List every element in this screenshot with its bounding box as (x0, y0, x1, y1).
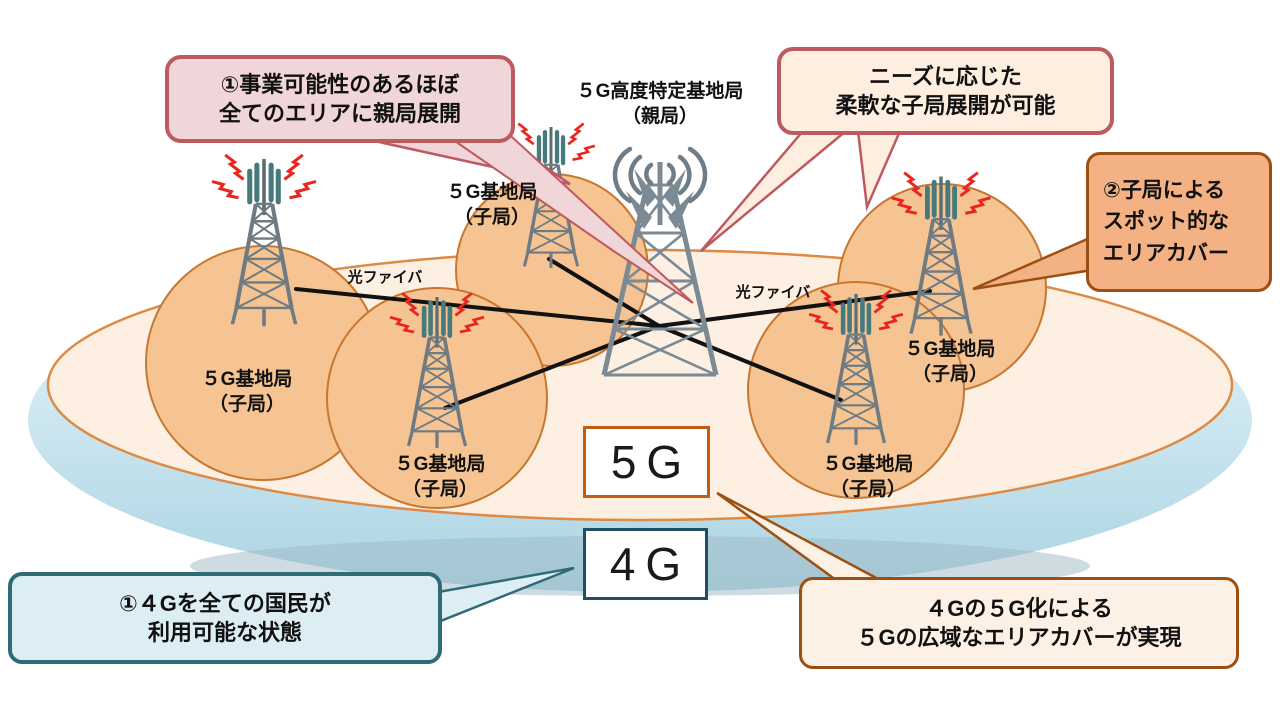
optical-fiber-lines (294, 257, 932, 410)
coverage-circle-bottom-right (747, 281, 965, 499)
label-child-station-bottom-right: ５G基地局 （子局） (822, 454, 914, 500)
label-parent-station: ５G高度特定基地局 （親局） (576, 81, 744, 127)
label-child-station-left: ５G基地局 （子局） (201, 369, 293, 415)
callout-spot-coverage: ②子局による スポット的な エリアカバー (1086, 152, 1272, 292)
callout-parent-deployment: ①事業可能性のあるほぼ 全てのエリアに親局展開 (165, 55, 515, 143)
label-optical-fiber-right: 光ファイバ (735, 284, 811, 301)
label-child-station-bottom-middle: ５G基地局 （子局） (394, 454, 486, 500)
label-optical-fiber-left: 光ファイバ (347, 269, 423, 286)
callout-wide-area-5g: ４Gの５G化による ５Gの広域なエリアカバーが実現 (799, 577, 1239, 669)
callout-4g-nationwide: ①４Gを全ての国民が 利用可能な状態 (8, 572, 442, 664)
callout-flexible-child: ニーズに応じた 柔軟な子局展開が可能 (777, 47, 1114, 135)
coverage-circle-bottom-middle (326, 287, 548, 509)
label-child-station-top-middle: ５G基地局 （子局） (446, 182, 538, 228)
badge-4g: 4G (583, 528, 708, 600)
label-child-station-top-right: ５G基地局 （子局） (904, 339, 996, 385)
tail-flexible-child-a (700, 129, 850, 252)
badge-5g: 5G (583, 426, 710, 498)
